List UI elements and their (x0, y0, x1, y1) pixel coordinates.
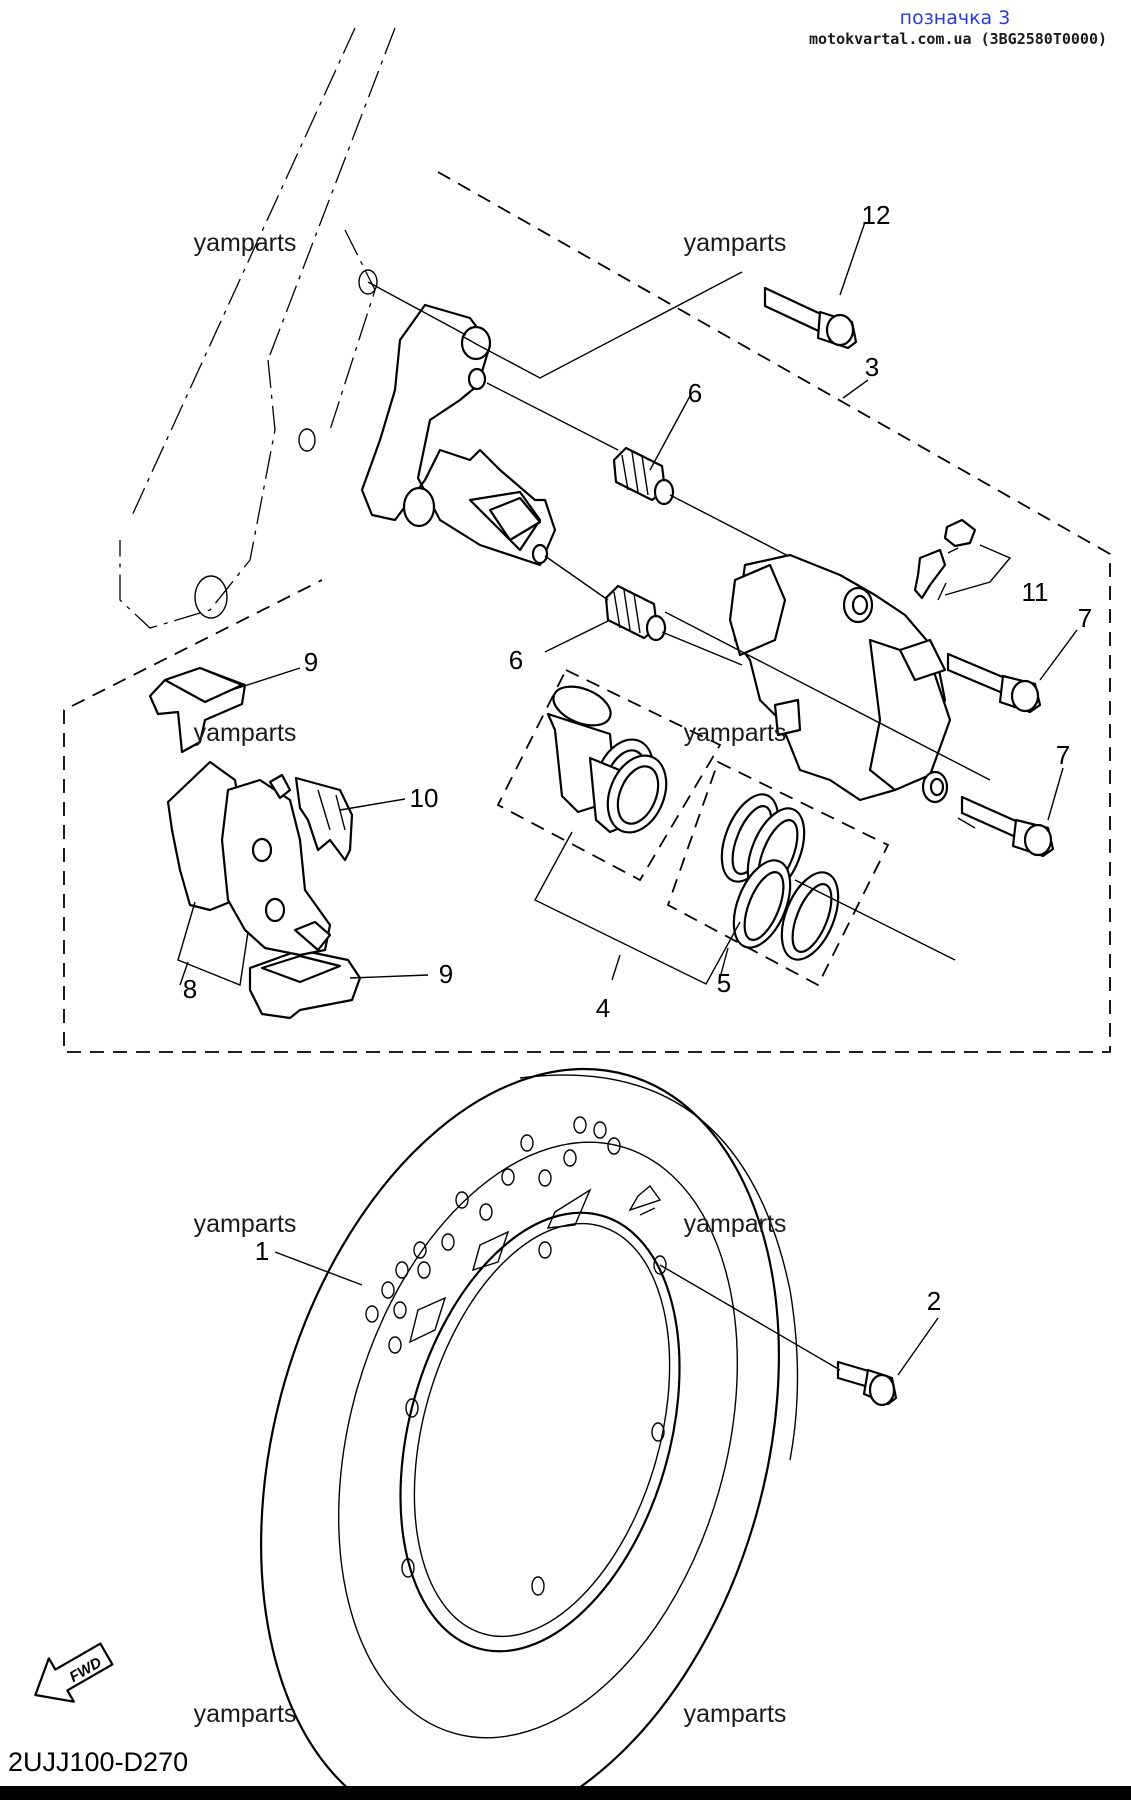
callout-10: 10 (410, 783, 439, 813)
pistons (546, 685, 668, 834)
watermark: yamparts (684, 229, 787, 257)
pad-shim-9-lower (248, 948, 362, 1020)
callout-11: 11 (1022, 577, 1049, 607)
callout-9-lower: 9 (439, 959, 453, 989)
watermark: yamparts (194, 1210, 297, 1238)
callout-3: 3 (865, 352, 879, 382)
caliper-assembly-boundary (63, 171, 1111, 1053)
watermark: yamparts (684, 1700, 787, 1728)
seals (720, 793, 840, 961)
callout-6-upper: 6 (688, 378, 702, 408)
callout-7-lower: 7 (1056, 740, 1070, 770)
callout-1: 1 (255, 1236, 269, 1266)
watermark: yamparts (684, 719, 787, 747)
bolt-12 (763, 286, 858, 350)
watermark: yamparts (194, 229, 297, 257)
callout-4: 4 (596, 993, 610, 1023)
pad-shim-9-upper (148, 666, 247, 754)
watermark: yamparts (194, 1700, 297, 1728)
disc-vent-holes (365, 1116, 621, 1354)
watermark: yamparts (194, 719, 297, 747)
bleed-screw-11 (913, 518, 977, 601)
bottom-border (0, 1786, 1131, 1800)
brake-pads-8 (166, 760, 332, 957)
fwd-arrow-icon: FWD (34, 1642, 114, 1703)
watermark: yamparts (684, 1210, 787, 1238)
disc-bolt-2 (836, 1360, 898, 1407)
callout-8: 8 (183, 974, 197, 1004)
callout-7-upper: 7 (1078, 603, 1092, 633)
piston-kit-box (496, 668, 722, 882)
brake-disc (260, 1067, 799, 1805)
pin-boot-upper (612, 446, 675, 506)
callout-2: 2 (927, 1286, 941, 1316)
callout-12: 12 (862, 200, 891, 230)
diagram-code: 2UJJ100-D270 (8, 1747, 188, 1777)
anti-rattle-spring-10 (294, 776, 354, 862)
header-source: motokvartal.com.ua (3BG2580T0000) (809, 30, 1107, 48)
pin-boot-lower (604, 584, 667, 642)
caliper-bracket (360, 303, 557, 567)
front-fork-outline (119, 27, 396, 629)
callout-6-lower: 6 (509, 645, 523, 675)
seal-kit-box (666, 760, 890, 987)
pin-bolt-7-lower (960, 795, 1055, 858)
callout-9-upper: 9 (304, 647, 318, 677)
header-title: позначка 3 (900, 7, 1011, 29)
pin-bolt-7-upper (946, 652, 1042, 714)
caliper-body (728, 553, 952, 804)
callout-5: 5 (717, 968, 731, 998)
